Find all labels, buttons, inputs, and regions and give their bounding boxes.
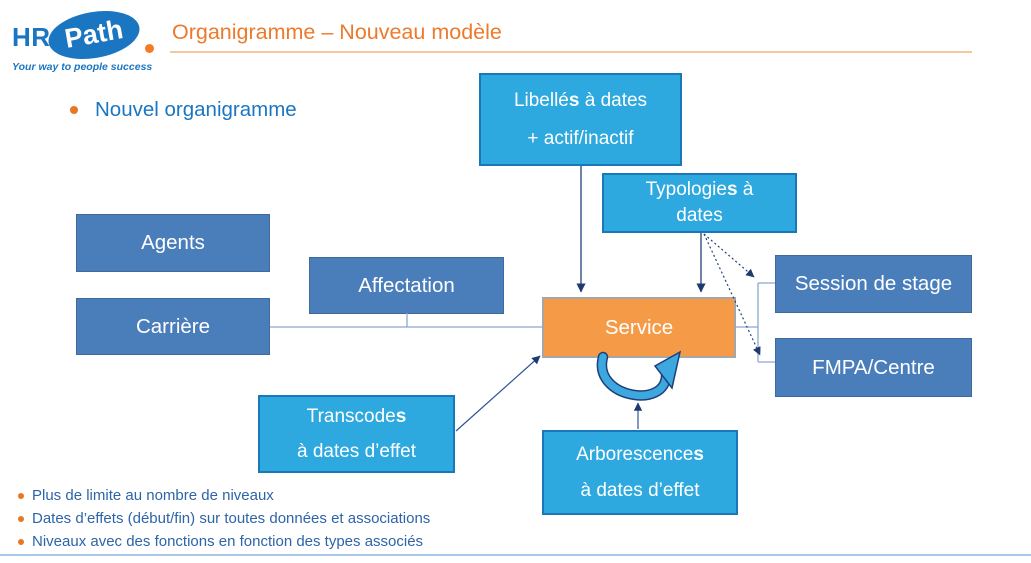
box-label: Arborescences (576, 443, 704, 465)
footer-bullet-3: Niveaux avec des fonctions en fonction d… (18, 533, 430, 550)
footer-bullet-label: Niveaux avec des fonctions en fonction d… (32, 533, 424, 550)
dotted-arrow-typologies-session (703, 233, 755, 278)
box-label: Libellés à dates (513, 89, 648, 111)
footer-bullet-list: Plus de limite au nombre de niveaux Date… (18, 487, 430, 556)
box-label: Service (604, 315, 674, 339)
bullet-dot-icon (18, 492, 24, 499)
arrow-transcodes-service (455, 355, 541, 432)
slide-title: Organigramme – Nouveau modèle (172, 20, 502, 44)
box-label: + actif/inactif (527, 127, 634, 149)
box-label: à dates d’effet (580, 479, 700, 501)
box-transcodes: Transcodes à dates d’effet (258, 395, 455, 473)
box-arborescences: Arborescences à dates d’effet (542, 430, 738, 515)
box-label: Transcodes (306, 405, 407, 427)
intro-bullet-label: Nouvel organigramme (95, 98, 297, 121)
logo-path-oval: Path (44, 4, 144, 66)
bottom-divider (0, 554, 1031, 556)
logo-path-text: Path (62, 14, 126, 54)
footer-bullet-label: Plus de limite au nombre de niveaux (32, 487, 274, 504)
box-session-de-stage: Session de stage (775, 255, 972, 313)
footer-bullet-label: Dates d’effets (début/fin) sur toutes do… (32, 510, 431, 527)
box-label: FMPA/Centre (812, 355, 935, 379)
box-service: Service (542, 297, 736, 358)
title-underline (170, 51, 972, 53)
bullet-dot-icon (18, 538, 24, 545)
hrpath-logo: HR Path Your way to people success (8, 4, 158, 73)
bullet-dot-icon (18, 515, 24, 522)
box-typologies-a-dates: Typologies à dates (602, 173, 797, 233)
box-label: Affectation (358, 273, 455, 297)
logo-orange-dot-icon (145, 44, 154, 53)
logo-tagline: Your way to people success (12, 61, 153, 73)
logo-hr-text: HR (12, 22, 51, 52)
box-carriere: Carrière (76, 298, 270, 355)
bullet-dot-icon (70, 106, 78, 114)
footer-bullet-2: Dates d’effets (début/fin) sur toutes do… (18, 510, 430, 527)
box-label: Session de stage (794, 272, 953, 295)
box-label: dates (676, 205, 723, 226)
box-label: Agents (141, 231, 205, 254)
box-label: Typologies à (645, 179, 754, 200)
footer-bullet-1: Plus de limite au nombre de niveaux (18, 487, 430, 504)
box-affectation: Affectation (309, 257, 504, 314)
intro-bullet: Nouvel organigramme (70, 98, 297, 122)
box-label: à dates d’effet (296, 440, 417, 462)
box-label: Carrière (135, 314, 211, 338)
box-agents: Agents (76, 214, 270, 272)
service-self-loop-outline (596, 351, 672, 401)
service-self-loop-icon (598, 353, 670, 400)
box-libelles-a-dates: Libellés à dates + actif/inactif (479, 73, 682, 166)
box-fmpa-centre: FMPA/Centre (775, 338, 972, 397)
